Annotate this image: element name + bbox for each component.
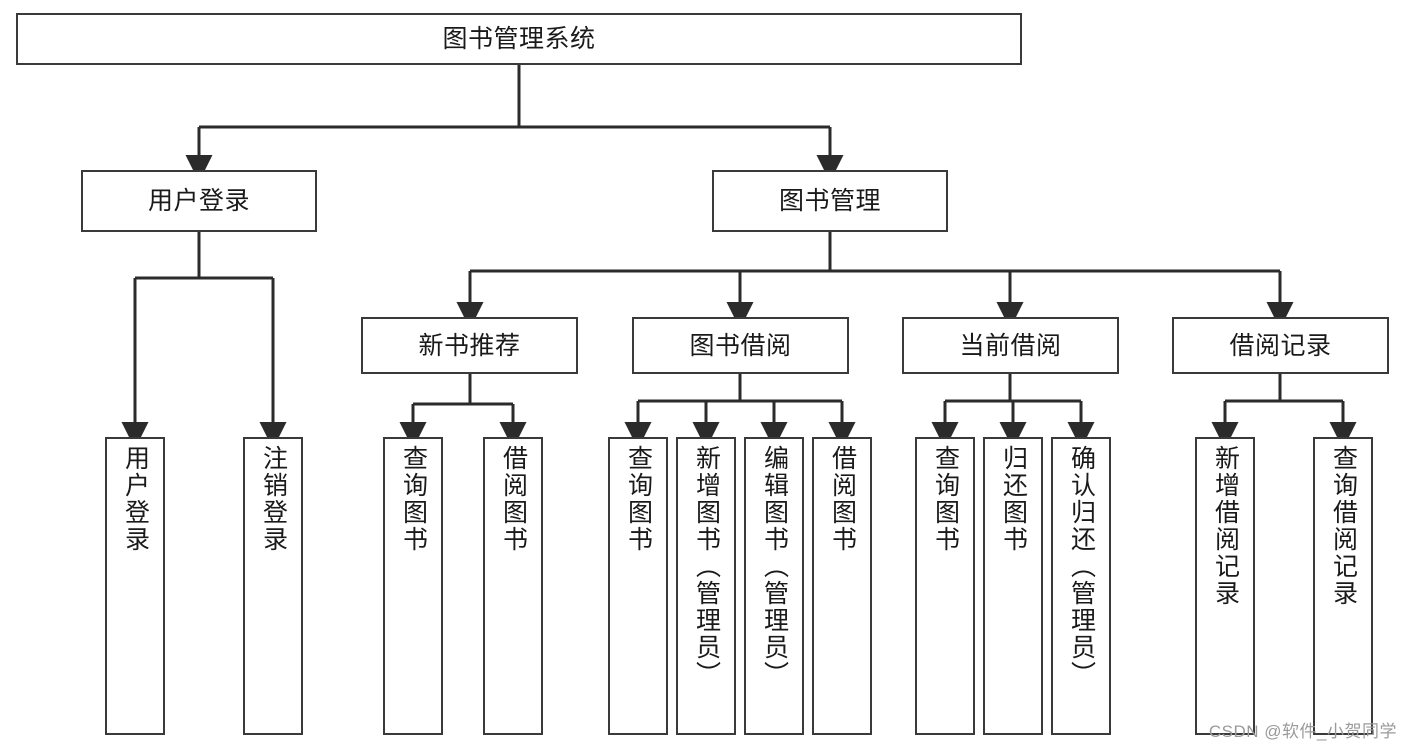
node-root-system[interactable]: 图书管理系统: [16, 13, 1022, 65]
node-label: 注销登录: [259, 445, 288, 553]
node-leaf-borrow-book-2[interactable]: 借阅图书: [812, 437, 872, 735]
node-leaf-add-book[interactable]: 新增图书（管理员）: [676, 437, 736, 735]
node-borrow-record[interactable]: 借阅记录: [1172, 317, 1389, 374]
node-book-borrow[interactable]: 图书借阅: [632, 317, 849, 374]
node-leaf-add-record[interactable]: 新增借阅记录: [1195, 437, 1255, 735]
node-label: 图书借阅: [689, 331, 792, 360]
node-label: 编辑图书（管理员）: [760, 445, 789, 688]
node-leaf-borrow-book-1[interactable]: 借阅图书: [483, 437, 543, 735]
node-label: 当前借阅: [959, 331, 1062, 360]
node-label: 借阅图书: [828, 445, 857, 553]
node-label: 借阅图书: [499, 445, 528, 553]
node-leaf-query-book-1[interactable]: 查询图书: [383, 437, 443, 735]
node-label: 新书推荐: [418, 331, 521, 360]
node-label: 图书管理: [778, 187, 881, 215]
watermark-text: CSDN @软件_小贺同学: [1208, 722, 1397, 741]
node-leaf-return-book[interactable]: 归还图书: [983, 437, 1043, 735]
node-leaf-user-logout[interactable]: 注销登录: [243, 437, 303, 735]
node-book-management[interactable]: 图书管理: [712, 170, 948, 232]
node-label: 用户登录: [121, 445, 150, 553]
node-leaf-edit-book[interactable]: 编辑图书（管理员）: [744, 437, 804, 735]
node-leaf-query-book-3[interactable]: 查询图书: [915, 437, 975, 735]
node-current-borrow[interactable]: 当前借阅: [902, 317, 1119, 374]
node-label: 确认归还（管理员）: [1067, 445, 1096, 688]
node-leaf-user-login[interactable]: 用户登录: [105, 437, 165, 735]
node-label: 用户登录: [147, 187, 250, 215]
node-label: 新增借阅记录: [1211, 445, 1240, 607]
node-label: 新增图书（管理员）: [692, 445, 721, 688]
node-label: 图书管理系统: [442, 25, 596, 53]
node-leaf-query-book-2[interactable]: 查询图书: [608, 437, 668, 735]
node-label: 借阅记录: [1229, 331, 1332, 360]
node-user-login[interactable]: 用户登录: [81, 170, 317, 232]
node-label: 查询图书: [399, 445, 428, 553]
node-label: 归还图书: [999, 445, 1028, 553]
node-leaf-query-record[interactable]: 查询借阅记录: [1313, 437, 1373, 735]
node-leaf-confirm-return[interactable]: 确认归还（管理员）: [1051, 437, 1111, 735]
node-new-book-recommend[interactable]: 新书推荐: [361, 317, 578, 374]
node-label: 查询图书: [624, 445, 653, 553]
node-label: 查询借阅记录: [1329, 445, 1358, 607]
node-label: 查询图书: [931, 445, 960, 553]
